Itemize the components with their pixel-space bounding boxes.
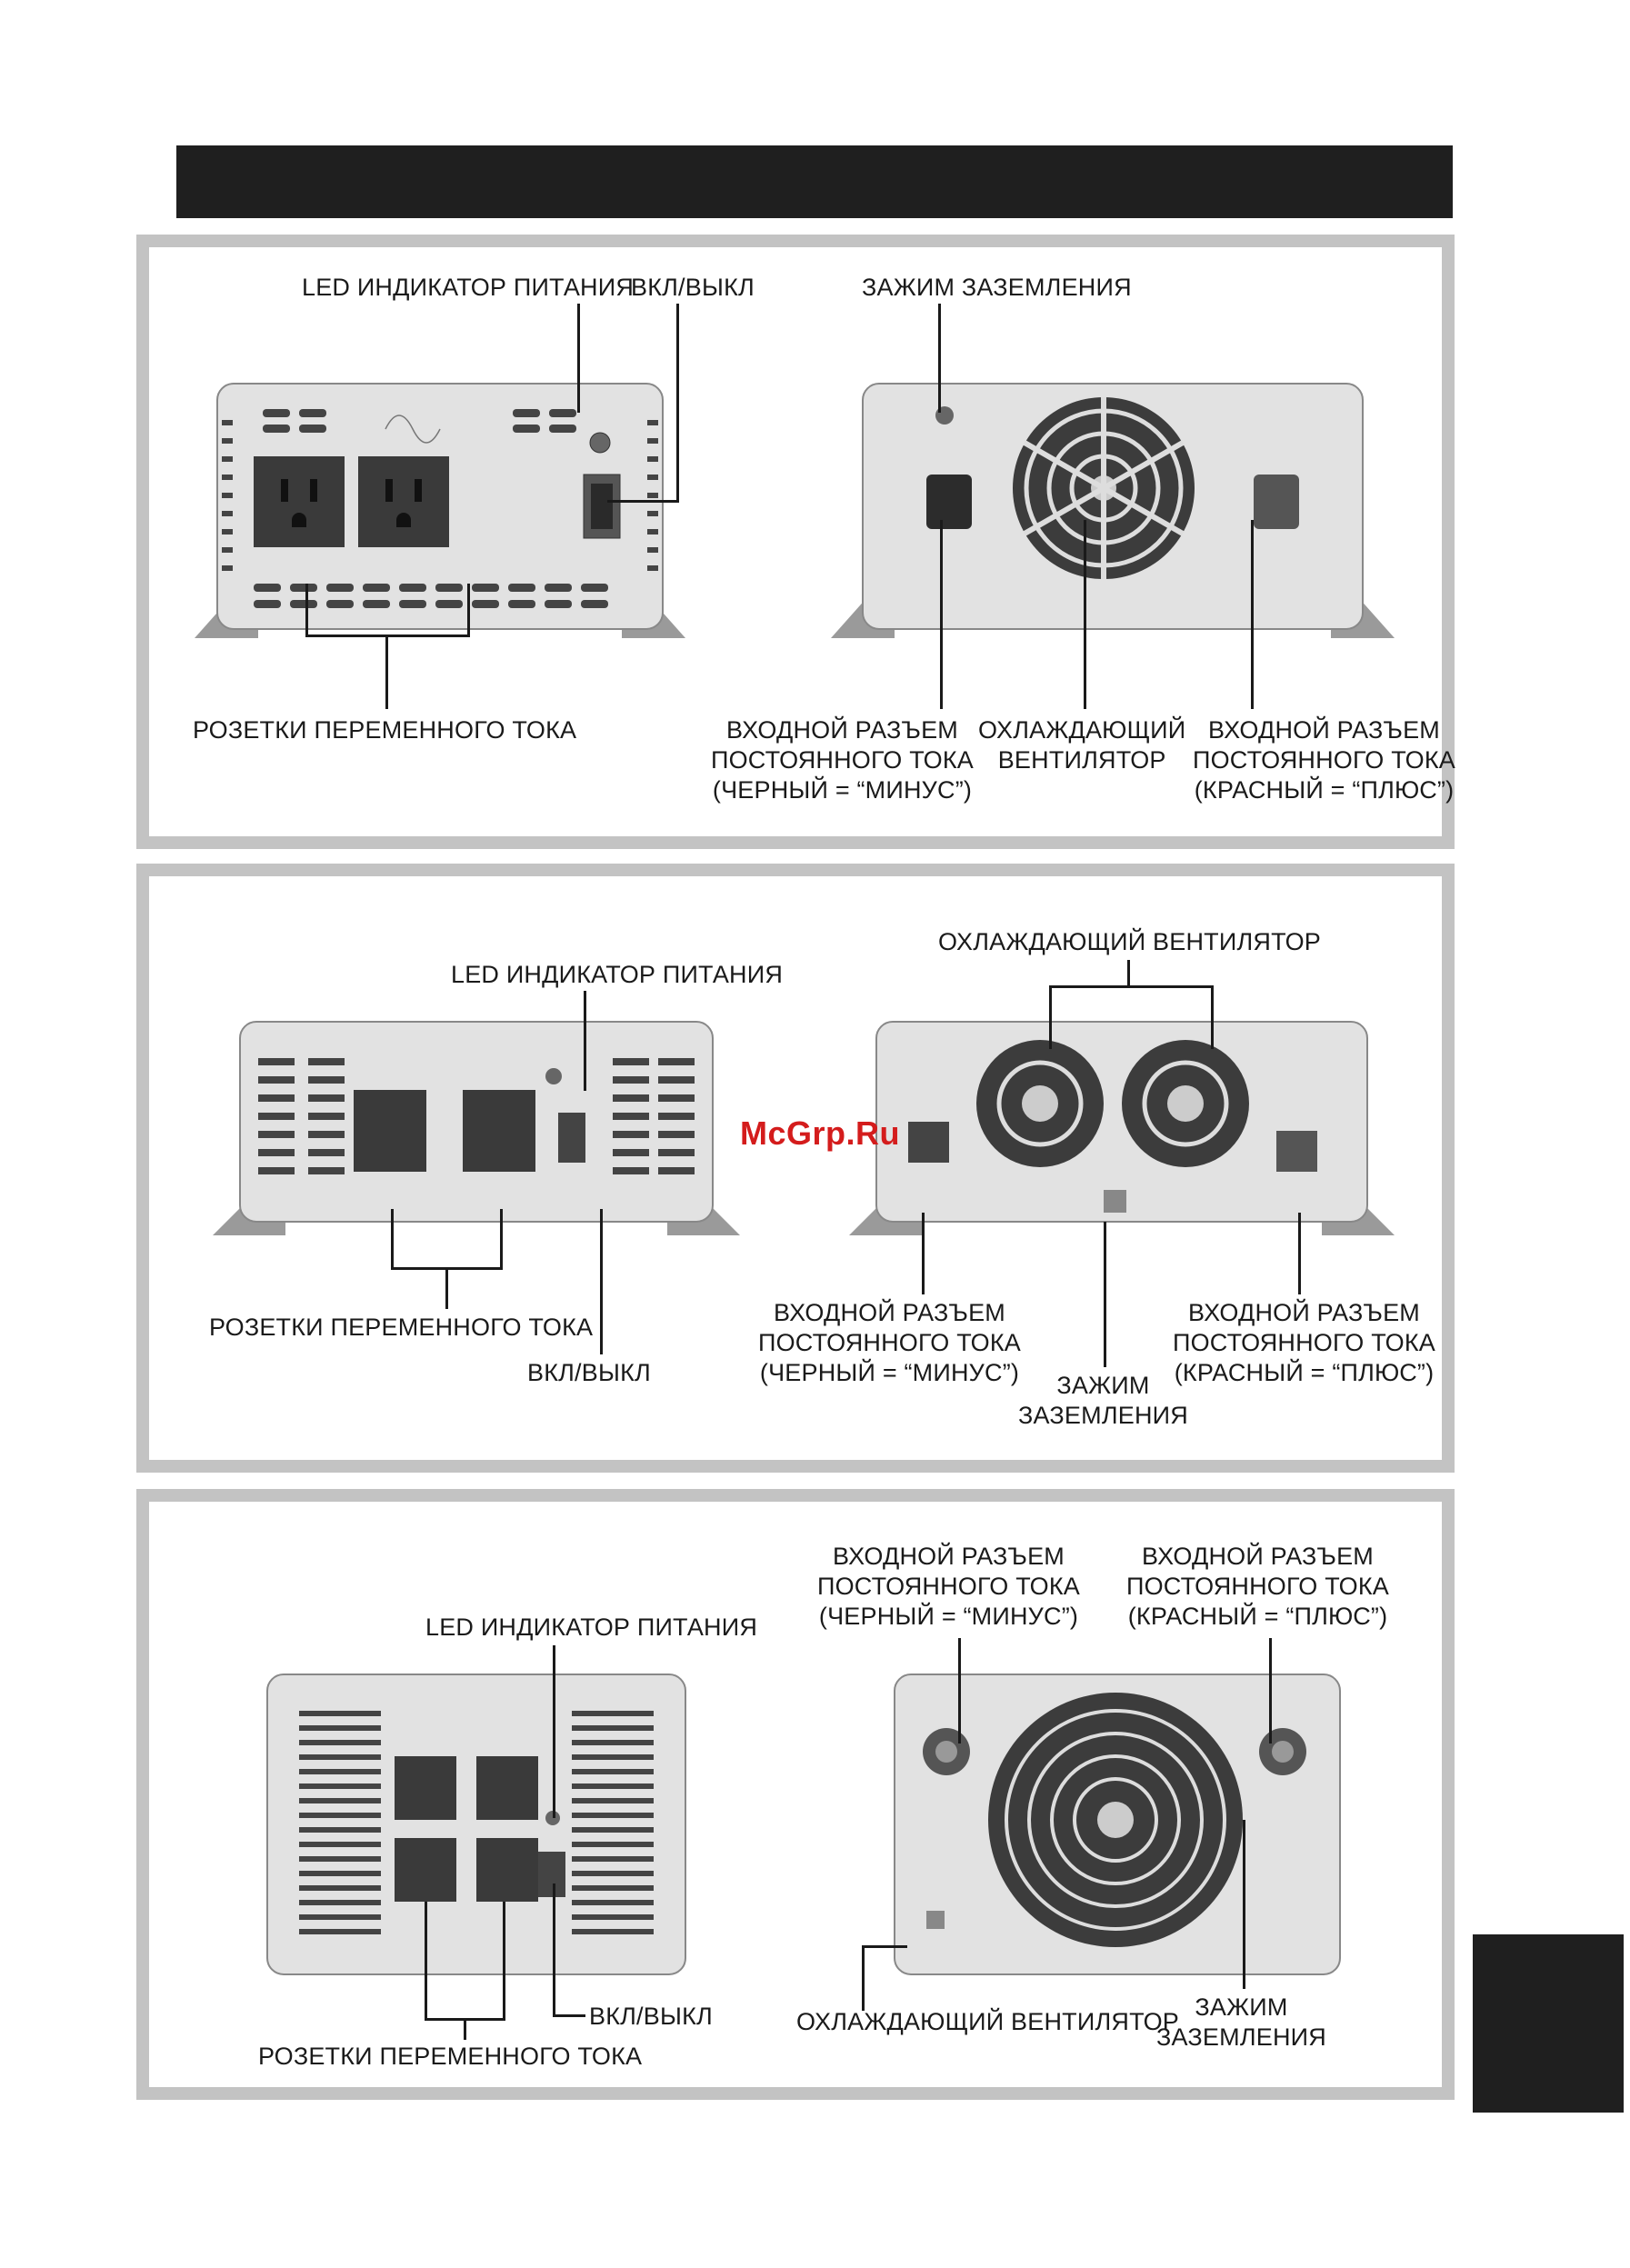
leader-line <box>1243 1820 1245 1989</box>
leader-line <box>1084 520 1086 709</box>
leader-line <box>938 304 941 413</box>
leader-line <box>425 1902 427 2020</box>
inverter-front-image-2 <box>213 1021 740 1235</box>
leader-line <box>1104 1222 1106 1367</box>
leader-line <box>1269 1638 1272 1743</box>
led-indicator-label: LED ИНДИКАТОР ПИТАНИЯ <box>451 961 784 988</box>
leader-line <box>1211 985 1214 1049</box>
panel-1-inner: LED ИНДИКАТОР ПИТАНИЯ ВКЛ/ВЫКЛ ЗАЖИМ ЗАЗ… <box>149 247 1455 836</box>
panel-2: McGrp.Ru LED ИНДИКАТОР ПИТАНИЯ ОХЛАЖДАЮЩ… <box>136 864 1455 1473</box>
inverter-front-image-3 <box>266 1674 686 1975</box>
leader-line <box>464 2018 466 2040</box>
leader-line <box>1127 960 1130 987</box>
leader-line <box>385 634 388 709</box>
panel-2-inner: McGrp.Ru LED ИНДИКАТОР ПИТАНИЯ ОХЛАЖДАЮЩ… <box>149 876 1442 1460</box>
power-switch-label: ВКЛ/ВЫКЛ <box>527 1359 651 1386</box>
leader-line <box>1251 520 1254 709</box>
leader-line <box>305 584 308 636</box>
side-tab <box>1473 1934 1624 2113</box>
leader-line <box>500 1209 503 1269</box>
power-switch-label: ВКЛ/ВЫКЛ <box>589 2003 713 2030</box>
leader-line <box>922 1213 925 1294</box>
leader-line <box>553 1883 555 2016</box>
header-bar <box>176 145 1453 218</box>
leader-line <box>553 1645 555 1818</box>
leader-line <box>607 500 679 503</box>
leader-line <box>1298 1213 1301 1294</box>
ac-outlets-label: РОЗЕТКИ ПЕРЕМЕННОГО ТОКА <box>193 716 577 744</box>
inverter-rear-image-3 <box>894 1674 1341 1975</box>
leader-line <box>1049 985 1213 988</box>
leader-line <box>553 2014 585 2017</box>
led-indicator-label: LED ИНДИКАТОР ПИТАНИЯ <box>302 274 635 301</box>
ac-outlets-label: РОЗЕТКИ ПЕРЕМЕННОГО ТОКА <box>258 2043 643 2070</box>
leader-line <box>958 1638 961 1743</box>
leader-line <box>445 1267 448 1309</box>
leader-line <box>391 1209 394 1269</box>
inverter-front-image-1 <box>195 383 685 638</box>
cooling-fan-label: ОХЛАЖДАЮЩИЙ ВЕНТИЛЯТОР <box>796 2008 1179 2035</box>
leader-line <box>676 304 679 502</box>
leader-line <box>584 991 586 1091</box>
leader-line <box>1049 985 1052 1049</box>
leader-line <box>503 1902 505 2020</box>
leader-line <box>862 1945 907 1948</box>
leader-line <box>577 304 580 413</box>
ac-outlets-label: РОЗЕТКИ ПЕРЕМЕННОГО ТОКА <box>209 1314 594 1341</box>
panel-1: LED ИНДИКАТОР ПИТАНИЯ ВКЛ/ВЫКЛ ЗАЖИМ ЗАЗ… <box>136 235 1455 849</box>
leader-line <box>862 1947 865 2011</box>
power-switch-label: ВКЛ/ВЫКЛ <box>631 274 755 301</box>
leader-line <box>600 1209 603 1354</box>
inverter-rear-image-2 <box>849 1021 1395 1235</box>
led-indicator-label: LED ИНДИКАТОР ПИТАНИЯ <box>425 1614 758 1641</box>
leader-line <box>940 520 943 709</box>
cooling-fan-label: ОХЛАЖДАЮЩИЙ ВЕНТИЛЯТОР <box>938 928 1321 955</box>
inverter-rear-image-1 <box>831 383 1395 638</box>
watermark-text: McGrp.Ru <box>740 1114 901 1152</box>
ground-terminal-label: ЗАЖИМ ЗАЗЕМЛЕНИЯ <box>862 274 1132 301</box>
leader-line <box>467 584 470 636</box>
